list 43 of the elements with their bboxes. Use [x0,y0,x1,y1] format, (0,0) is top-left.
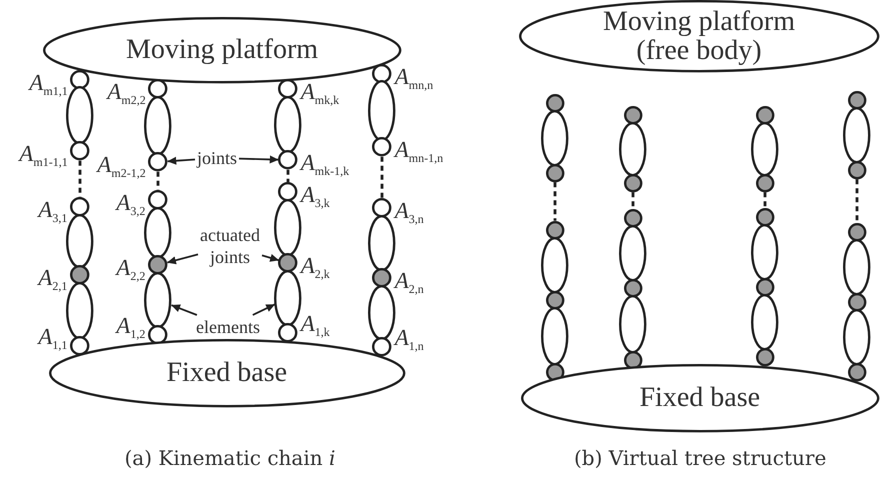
joint-label: A$_{m2,2}$ [107,79,146,105]
leader-arrow [262,254,280,262]
dashed-line [856,179,858,223]
joint-label: A$_{2,n}$ [394,268,424,294]
joint-label: A$_{mk,k}$ [300,79,340,105]
platform-label: Moving platform (free body) [602,7,796,65]
joint-label: A$_{m2-1,2}$ [97,152,146,178]
joint-label: A$_{1,k}$ [300,311,330,337]
joint-label: A$_{mn-1,n}$ [394,137,444,163]
platform-label: Moving platform [126,35,318,64]
annotation-label: actuated joints [200,224,260,268]
dashed-line [156,172,160,190]
dashed-line [632,192,634,209]
joint-label: A$_{m1,1}$ [29,70,68,96]
joint-label: A$_{3,n}$ [394,198,424,224]
leader-arrow [238,155,279,164]
dashed-line [764,192,766,208]
dashed-line [78,160,82,198]
annotation-label: elements [196,316,260,338]
dashed-line [554,182,556,221]
joint-label: A$_{1,2}$ [116,313,146,339]
leader-arrow [166,254,198,264]
figure-caption: (a) Kinematic chain i [124,446,336,470]
base-label: Fixed base [639,383,760,412]
joint-label: A$_{3,2}$ [116,190,146,216]
joint-label: A$_{3,1}$ [38,197,68,223]
leader-arrow [171,304,198,316]
joint-label: A$_{3,k}$ [300,182,330,208]
leader-arrow [252,304,276,316]
annotation-label: joints [197,147,238,169]
joint-label: A$_{mn,n}$ [394,64,434,90]
joint-label: A$_{mk-1,k}$ [300,150,350,176]
joint-label: A$_{m1-1,1}$ [19,141,68,167]
joint-label: A$_{2,k}$ [300,253,330,279]
base-label: Fixed base [166,358,288,388]
joint-label: A$_{2,1}$ [38,265,68,291]
joint-label: A$_{2,2}$ [116,255,146,281]
figure-caption: (b) Virtual tree structure [574,446,826,470]
dashed-line [380,156,384,198]
joint-label: A$_{1,n}$ [394,325,424,351]
leader-arrow [167,156,196,165]
dashed-line [286,170,290,182]
joint-label: A$_{1,1}$ [38,324,68,350]
